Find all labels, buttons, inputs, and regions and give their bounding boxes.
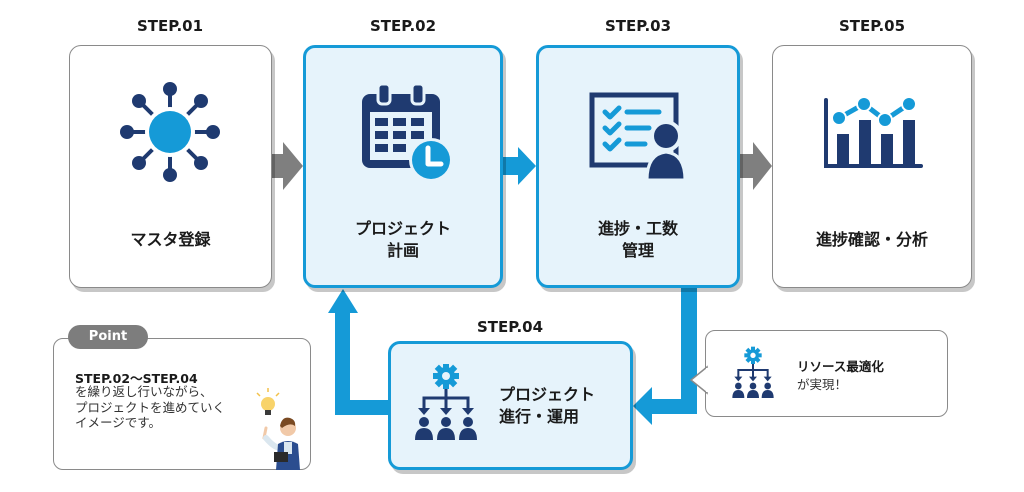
calendar-clock-icon bbox=[358, 82, 454, 182]
step-05-card[interactable]: 進捗確認・分析 bbox=[772, 45, 972, 288]
point-body: を繰り返し行いながら、 プロジェクトを進めていく イメージです。 bbox=[75, 384, 226, 430]
step-04-label: STEP.04 bbox=[476, 318, 544, 336]
callout-sub-text: が実現！ bbox=[797, 377, 848, 392]
hub-network-icon bbox=[118, 80, 222, 184]
point-heading: STEP.02〜STEP.04 bbox=[75, 371, 198, 386]
arrow-step4-to-step2 bbox=[328, 289, 388, 415]
step-05-label: STEP.05 bbox=[838, 17, 906, 35]
bar-line-chart-icon bbox=[823, 98, 923, 170]
arrow-step3-to-step5 bbox=[737, 142, 772, 190]
step-02-card[interactable]: プロジェクト 計画 bbox=[303, 45, 503, 288]
callout-strong-text: リソース最適化 bbox=[797, 359, 884, 374]
point-tag: Point bbox=[68, 325, 148, 349]
resource-optimize-icon bbox=[731, 345, 775, 403]
resource-callout bbox=[705, 330, 948, 417]
step-02-label: STEP.02 bbox=[369, 17, 437, 35]
step-04-card[interactable]: プロジェクト 進行・運用 bbox=[388, 341, 633, 470]
step-03-card[interactable]: 進捗・工数 管理 bbox=[536, 45, 740, 288]
callout-pointer bbox=[689, 365, 708, 395]
arrow-step3-to-step4 bbox=[633, 286, 697, 425]
step-05-title: 進捗確認・分析 bbox=[815, 230, 928, 249]
step-03-label: STEP.03 bbox=[604, 17, 672, 35]
arrow-step1-to-step2 bbox=[266, 142, 303, 190]
presenter-illustration-icon bbox=[256, 388, 306, 470]
checklist-person-icon bbox=[589, 92, 693, 182]
step-01-label: STEP.01 bbox=[136, 17, 204, 35]
arrow-step2-to-step3 bbox=[500, 147, 536, 185]
gear-team-hierarchy-icon bbox=[413, 364, 479, 444]
step-03-title: 進捗・工数 管理 bbox=[597, 219, 678, 260]
step-02-title: プロジェクト 計画 bbox=[354, 219, 451, 260]
step-01-card[interactable]: マスタ登録 bbox=[69, 45, 272, 288]
step-01-title: マスタ登録 bbox=[130, 230, 211, 249]
step-04-title: プロジェクト 進行・運用 bbox=[499, 385, 596, 426]
